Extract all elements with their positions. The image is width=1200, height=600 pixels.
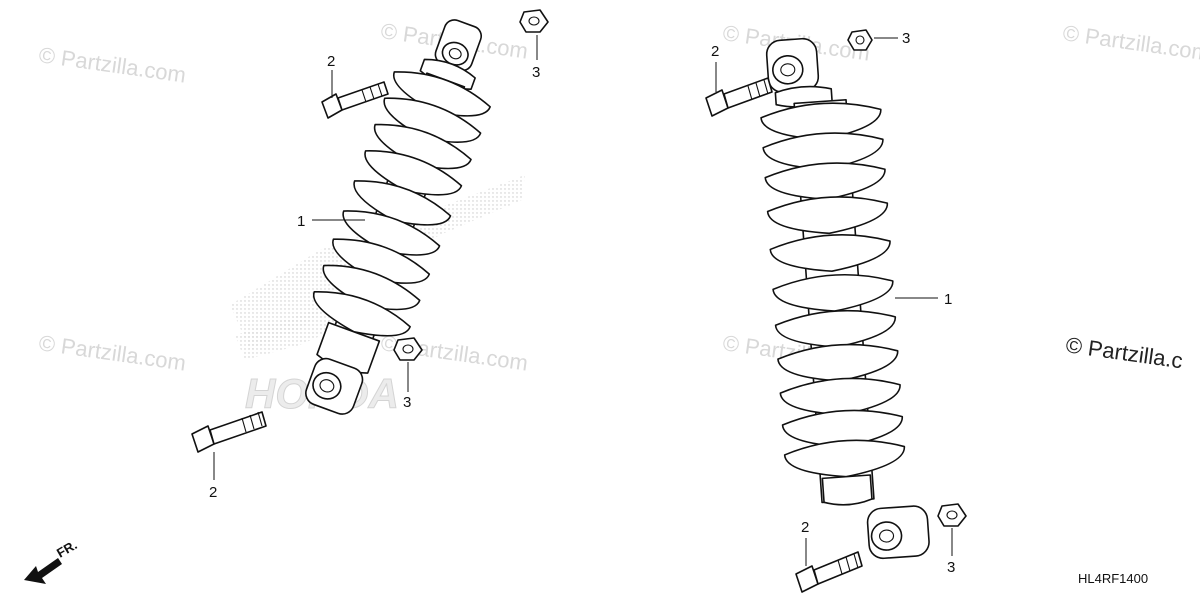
left-upper-nut (519, 9, 549, 33)
callout-number: 3 (902, 30, 910, 47)
callout-number: 2 (801, 519, 809, 536)
right-shock-absorber (760, 37, 930, 560)
right-lower-nut (937, 503, 967, 527)
front-arrow-icon (24, 558, 62, 584)
watermark: © Partzilla.com (37, 42, 187, 87)
left-shock-absorber (305, 19, 491, 415)
left-upper-bolt (321, 81, 389, 119)
right-upper-nut (847, 29, 873, 51)
diagram-code: HL4RF1400 (1078, 571, 1148, 586)
callout-number: 1 (944, 291, 952, 308)
right-lower-bolt (795, 551, 863, 593)
left-spring-coils (312, 71, 491, 337)
callout-number: 3 (532, 64, 540, 81)
callout-number: 2 (711, 43, 719, 60)
direction-label: FR. (54, 537, 80, 560)
callout-number: 3 (947, 559, 955, 576)
leader-lines (213, 35, 953, 566)
watermark: © Partzilla.com (1061, 20, 1200, 65)
watermark: © Partzilla.com (37, 330, 187, 375)
right-upper-bolt (705, 77, 773, 117)
callout-number: 2 (327, 53, 335, 70)
callout-number: 2 (209, 484, 217, 501)
left-lower-nut (393, 337, 423, 361)
left-lower-bolt (191, 411, 267, 453)
callout-number: 1 (297, 213, 305, 230)
callout-number: 3 (403, 394, 411, 411)
front-direction-indicator: FR. (24, 537, 80, 584)
right-spring-coils (760, 102, 906, 478)
watermark-prominent: © Partzilla.c (1064, 332, 1184, 373)
